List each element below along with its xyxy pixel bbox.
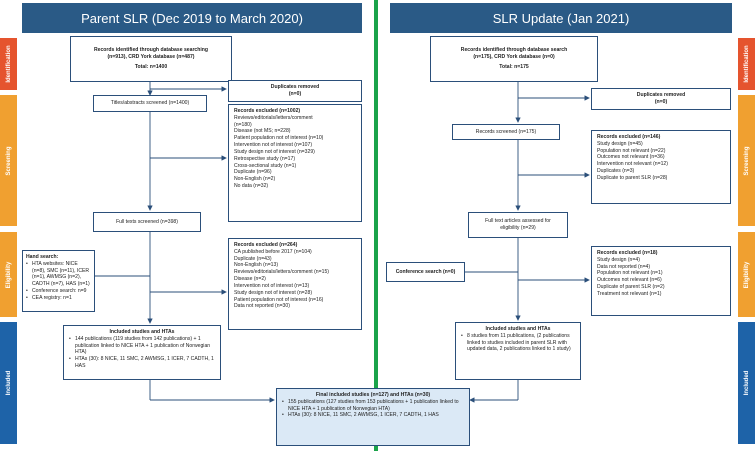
right-excluded1-item: Duplicate to parent SLR (n=28): [597, 174, 668, 181]
right-conference-search-box: Conference search (n=0): [386, 262, 465, 282]
right-records-identified-box: Records identified through database sear…: [430, 36, 598, 82]
final-included-box: Final included studies (n=127) and HTAs …: [276, 388, 470, 446]
right-conference-search-label: Conference search (n=0): [395, 268, 456, 275]
left-records-identified-box: Records identified through database sear…: [70, 36, 232, 82]
right-excluded1-item: Intervention not relevant (n=12): [597, 161, 668, 168]
left-excluded2-box: Records excluded (n=264) CA published be…: [228, 238, 362, 330]
stage-included-left: Included: [0, 322, 17, 444]
left-fulltext-label: Full texts screened (n=398): [116, 218, 178, 225]
right-excluded1-item: Study design (n=45): [597, 140, 643, 147]
left-duplicates-title: Duplicates removed: [270, 84, 320, 91]
left-excluded1-item: Study design not of interest (n=329): [234, 148, 315, 155]
right-fulltext-line2: eligibility (n=29): [500, 225, 536, 231]
left-included-title: Included studies and HTAs: [109, 329, 175, 335]
stage-eligibility-left: Eligibility: [0, 232, 17, 317]
left-hand-search-item: CEA registry: n=1: [26, 295, 91, 302]
right-excluded2-item: Duplicate of parent SLR (n=2): [597, 284, 665, 291]
left-hand-search-item: Conference search: n=9: [26, 288, 91, 295]
left-excluded2-item: CA published before 2017 (n=104): [234, 248, 312, 255]
right-excluded2-item: Outcomes not relevant (n=6): [597, 277, 662, 284]
left-duplicates-value: (n=0): [288, 91, 302, 97]
left-excluded1-item: (n=180): [234, 121, 252, 128]
left-hand-search-title: Hand search:: [26, 254, 59, 260]
left-excluded2-item: Reviews/editorials/letters/comment (n=15…: [234, 269, 329, 276]
left-identified-total: Total: n=1400: [134, 64, 168, 71]
left-excluded2-item: Non-English (n=13): [234, 262, 279, 269]
right-included-title: Included studies and HTAs: [485, 326, 551, 332]
final-included-title: Final included studies (n=127) and HTAs …: [315, 392, 431, 398]
stage-screening-left: Screening: [0, 95, 17, 226]
divider: [374, 0, 378, 451]
right-identified-line1: Records identified through database sear…: [460, 46, 568, 53]
left-excluded1-title: Records excluded (n=1002): [234, 108, 301, 114]
final-included-item: HTAs (30): 8 NICE, 11 SMC, 2 AWMSG, 1 IC…: [282, 412, 464, 419]
final-included-item: 155 publications (127 studies from 153 p…: [282, 399, 464, 413]
left-excluded1-item: Duplicate (n=96): [234, 169, 272, 176]
left-excluded2-item: Intervention not of interest (n=13): [234, 282, 310, 289]
left-excluded2-item: Duplicate (n=43): [234, 255, 272, 262]
left-excluded1-item: Retrospective study (n=17): [234, 155, 296, 162]
right-excluded1-item: Duplicates (n=3): [597, 168, 635, 175]
left-excluded1-item: Disease (not MS; n=228): [234, 128, 291, 135]
left-excluded1-item: Patient population not of interest (n=10…: [234, 135, 324, 142]
right-duplicates-value: (n=0): [654, 99, 668, 105]
right-excluded1-box: Records excluded (n=146) Study design (n…: [591, 130, 731, 204]
right-excluded2-item: Treatment not relevant (n=1): [597, 290, 662, 297]
left-excluded2-item: Study design not of interest (n=28): [234, 289, 313, 296]
left-excluded1-item: Non-English (n=2): [234, 176, 276, 183]
right-duplicates-title: Duplicates removed: [636, 92, 686, 99]
left-screened-box: Titles/abstracts screened (n=1400): [93, 95, 207, 112]
left-excluded1-box: Records excluded (n=1002) Reviews/editor…: [228, 104, 362, 222]
left-identified-line2: (n=913), CRD York database (n=487): [107, 53, 195, 60]
right-included-box: Included studies and HTAs 8 studies from…: [455, 322, 581, 380]
left-excluded1-item: Intervention not of interest (n=107): [234, 142, 313, 149]
left-excluded1-item: No data (n=32): [234, 182, 269, 189]
left-excluded2-item: Disease (n=2): [234, 276, 266, 283]
right-screened-label: Records screened (n=175): [475, 128, 537, 135]
left-excluded1-item: Reviews/editorials/letters/comment: [234, 114, 313, 121]
right-included-item: 8 studies from 11 publications, (2 publi…: [461, 333, 575, 353]
left-screened-label: Titles/abstracts screened (n=1400): [110, 100, 190, 107]
header-parent-slr: Parent SLR (Dec 2019 to March 2020): [22, 3, 362, 33]
stage-identification-left: Identification: [0, 38, 17, 90]
left-excluded2-title: Records excluded (n=264): [234, 242, 298, 248]
right-excluded2-item: Population not relevant (n=1): [597, 270, 663, 277]
left-included-item: 144 publications (119 studies from 142 p…: [69, 336, 215, 356]
right-excluded2-item: Data not reported (n=4): [597, 263, 651, 270]
left-fulltext-box: Full texts screened (n=398): [93, 212, 201, 232]
left-excluded2-item: Data not reported (n=30): [234, 303, 290, 310]
stage-screening-right: Screening: [738, 95, 755, 226]
right-excluded1-item: Population not relevant (n=22): [597, 147, 666, 154]
left-hand-search-box: Hand search: HTA websites: NICE (n=8), S…: [22, 250, 95, 312]
right-excluded2-box: Records excluded (n=18) Study design (n=…: [591, 246, 731, 316]
right-excluded1-title: Records excluded (n=146): [597, 134, 661, 140]
header-slr-update: SLR Update (Jan 2021): [390, 3, 732, 33]
right-identified-line2: (n=175), CRD York database (n=0): [473, 53, 555, 60]
left-hand-search-item: HTA websites: NICE (n=8), SMC (n=11), IC…: [26, 261, 91, 288]
right-screened-box: Records screened (n=175): [452, 124, 560, 140]
stage-identification-right: Identification: [738, 38, 755, 90]
right-excluded1-item: Outcomes not relevant (n=36): [597, 154, 665, 161]
right-identified-total: Total: n=175: [499, 64, 529, 71]
right-duplicates-box: Duplicates removed (n=0): [591, 88, 731, 110]
left-included-item: HTAs (30): 8 NICE, 11 SMC, 2 AWMSG, 1 IC…: [69, 356, 215, 370]
right-excluded2-title: Records excluded (n=18): [597, 250, 658, 256]
left-excluded1-item: Cross-sectional study (n=1): [234, 162, 297, 169]
left-included-box: Included studies and HTAs 144 publicatio…: [63, 325, 221, 380]
stage-included-right: Included: [738, 322, 755, 444]
right-excluded2-item: Study design (n=4): [597, 256, 640, 263]
left-duplicates-box: Duplicates removed (n=0): [228, 80, 362, 102]
stage-eligibility-right: Eligibility: [738, 232, 755, 317]
left-excluded2-item: Patient population not of interest (n=16…: [234, 296, 324, 303]
left-identified-line1: Records identified through database sear…: [93, 46, 209, 53]
right-fulltext-box: Full text articles assessed for eligibil…: [468, 212, 568, 238]
right-fulltext-line1: Full text articles assessed for: [485, 218, 551, 225]
